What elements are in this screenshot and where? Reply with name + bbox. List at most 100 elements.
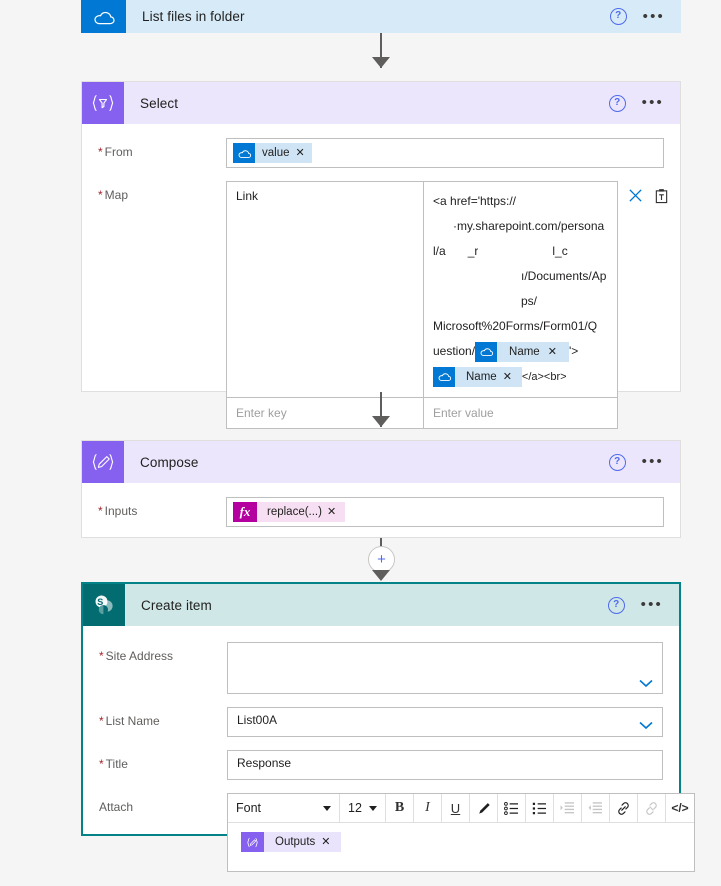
onedrive-icon — [233, 143, 255, 163]
chevron-down-icon — [369, 805, 377, 811]
required-asterisk: * — [98, 504, 103, 518]
map-row[interactable]: Link <a href='https:// ·my.sharepoint.co… — [227, 182, 617, 397]
close-icon[interactable]: ✕ — [295, 147, 305, 159]
url-line-with-token: uestion/Name✕'> — [433, 339, 608, 364]
token-chip-expression[interactable]: fx replace(...) ✕ — [233, 502, 346, 522]
help-icon[interactable]: ? — [607, 596, 625, 614]
url-line: <a href='https:// — [433, 194, 517, 208]
svg-text:S: S — [97, 597, 103, 607]
field-row-inputs: *Inputs fx replace(...) ✕ — [98, 483, 664, 527]
token-chip-label: replace(...) — [267, 506, 322, 518]
field-label-site-address: *Site Address — [99, 649, 174, 663]
map-key-input[interactable]: Enter key — [227, 398, 424, 428]
action-header-compose[interactable]: Compose ? ••• — [82, 441, 680, 483]
required-asterisk: * — [98, 145, 103, 159]
attach-rich-text-editor[interactable]: Font 12 B I — [227, 793, 695, 872]
required-asterisk: * — [99, 714, 104, 728]
list-name-dropdown[interactable]: List00A — [227, 707, 663, 737]
insert-link-icon[interactable] — [610, 794, 638, 822]
compose-pencil-icon — [82, 441, 124, 483]
overflow-menu-icon[interactable]: ••• — [640, 596, 663, 613]
remove-link-icon[interactable] — [638, 794, 666, 822]
close-icon[interactable]: ✕ — [502, 370, 512, 383]
title-input[interactable]: Response — [227, 750, 663, 780]
help-icon[interactable]: ? — [609, 8, 627, 25]
map-value-cell[interactable]: <a href='https:// ·my.sharepoint.com/per… — [424, 182, 617, 397]
underline-button[interactable]: U — [442, 794, 470, 822]
action-header-select[interactable]: Select ? ••• — [82, 82, 680, 124]
action-title: List files in folder — [142, 9, 245, 24]
attach-editor-body[interactable]: Outputs ✕ — [228, 823, 694, 871]
field-label-inputs: *Inputs — [98, 504, 138, 518]
text-highlight-pen-icon[interactable] — [470, 794, 498, 822]
indent-icon[interactable] — [554, 794, 582, 822]
url-line-redacted: l/a _r l_c — [433, 239, 608, 264]
help-icon[interactable]: ? — [608, 453, 626, 471]
help-icon[interactable]: ? — [608, 94, 626, 112]
map-value-input[interactable]: Enter value — [433, 406, 494, 420]
overflow-menu-icon[interactable]: ••• — [642, 7, 665, 25]
function-icon: fx — [233, 502, 257, 522]
outdent-icon[interactable] — [582, 794, 610, 822]
delete-row-icon[interactable] — [627, 187, 644, 204]
token-chip-label: value — [262, 147, 290, 159]
rte-toolbar: Font 12 B I — [228, 794, 694, 823]
map-key-cell[interactable]: Link — [227, 182, 424, 397]
close-icon[interactable]: ✕ — [321, 836, 331, 848]
action-title: Select — [140, 95, 179, 111]
overflow-menu-icon[interactable]: ••• — [641, 453, 664, 470]
url-line-with-token: Name✕</a><br> — [433, 364, 608, 390]
chevron-down-icon[interactable] — [639, 677, 653, 688]
close-icon[interactable]: ✕ — [326, 506, 337, 518]
url-line: ·my.sharepoint.com/persona — [453, 219, 605, 233]
token-chip-label: Name — [466, 370, 497, 383]
onedrive-icon — [433, 366, 455, 387]
action-card-create-item[interactable]: S Create item ? ••• *Site Address — [81, 582, 695, 872]
field-row-site-address: *Site Address — [99, 626, 663, 694]
required-asterisk: * — [98, 188, 103, 202]
token-chip-label: Outputs — [275, 836, 316, 848]
bold-button[interactable]: B — [386, 794, 414, 822]
chevron-down-icon[interactable] — [639, 719, 653, 730]
token-chip-value[interactable]: value ✕ — [233, 143, 312, 163]
action-body-create-item: *Site Address *List Name List00A — [83, 626, 695, 886]
action-header-create-item[interactable]: S Create item ? ••• — [83, 584, 679, 626]
action-card-select[interactable]: Select ? ••• *From value ✕ — [81, 81, 681, 429]
list-name-value: List00A — [237, 713, 278, 727]
url-line: Microsoft%20Forms/Form01/Q — [433, 319, 598, 333]
clipboard-icon[interactable] — [653, 187, 670, 204]
font-family-value: Font — [236, 801, 262, 815]
inputs-input[interactable]: fx replace(...) ✕ — [226, 497, 664, 527]
field-label-title: *Title — [99, 757, 128, 771]
font-family-dropdown[interactable]: Font — [228, 794, 340, 822]
sharepoint-icon: S — [83, 584, 125, 626]
close-icon[interactable]: ✕ — [547, 345, 557, 358]
add-step-button[interactable]: + — [368, 546, 395, 573]
compose-outputs-icon — [241, 832, 264, 852]
field-label-list-name: *List Name — [99, 714, 160, 728]
action-card-list-files-in-folder[interactable]: List files in folder ? ••• — [81, 0, 681, 33]
token-chip-name[interactable]: Name ✕ — [433, 366, 522, 387]
field-label-attach: Attach — [99, 800, 134, 814]
chevron-down-icon — [323, 805, 331, 811]
bulleted-list-icon[interactable] — [498, 794, 526, 822]
title-value: Response — [237, 756, 292, 770]
site-address-dropdown[interactable] — [227, 642, 663, 694]
map-row-new[interactable]: Enter key Enter value — [227, 397, 617, 428]
action-header-list-files-in-folder[interactable]: List files in folder ? ••• — [81, 0, 681, 33]
code-view-icon[interactable]: </> — [671, 801, 689, 815]
select-filter-icon — [82, 82, 124, 124]
action-body-select: *From value ✕ *Map — [82, 124, 680, 443]
numbered-list-icon[interactable] — [526, 794, 554, 822]
italic-button[interactable]: I — [414, 794, 442, 822]
required-asterisk: * — [99, 649, 104, 663]
token-chip-outputs[interactable]: Outputs ✕ — [241, 832, 341, 852]
font-size-dropdown[interactable]: 12 — [340, 794, 386, 822]
from-input[interactable]: value ✕ — [226, 138, 664, 168]
font-size-value: 12 — [348, 801, 362, 815]
action-card-compose[interactable]: Compose ? ••• *Inputs fx replace(...) ✕ — [81, 440, 681, 538]
token-chip-name[interactable]: Name✕ — [475, 341, 569, 362]
overflow-menu-icon[interactable]: ••• — [641, 94, 664, 111]
field-label-from: *From — [98, 145, 133, 159]
flow-designer-canvas: List files in folder ? ••• Select ? ••• — [81, 0, 695, 872]
